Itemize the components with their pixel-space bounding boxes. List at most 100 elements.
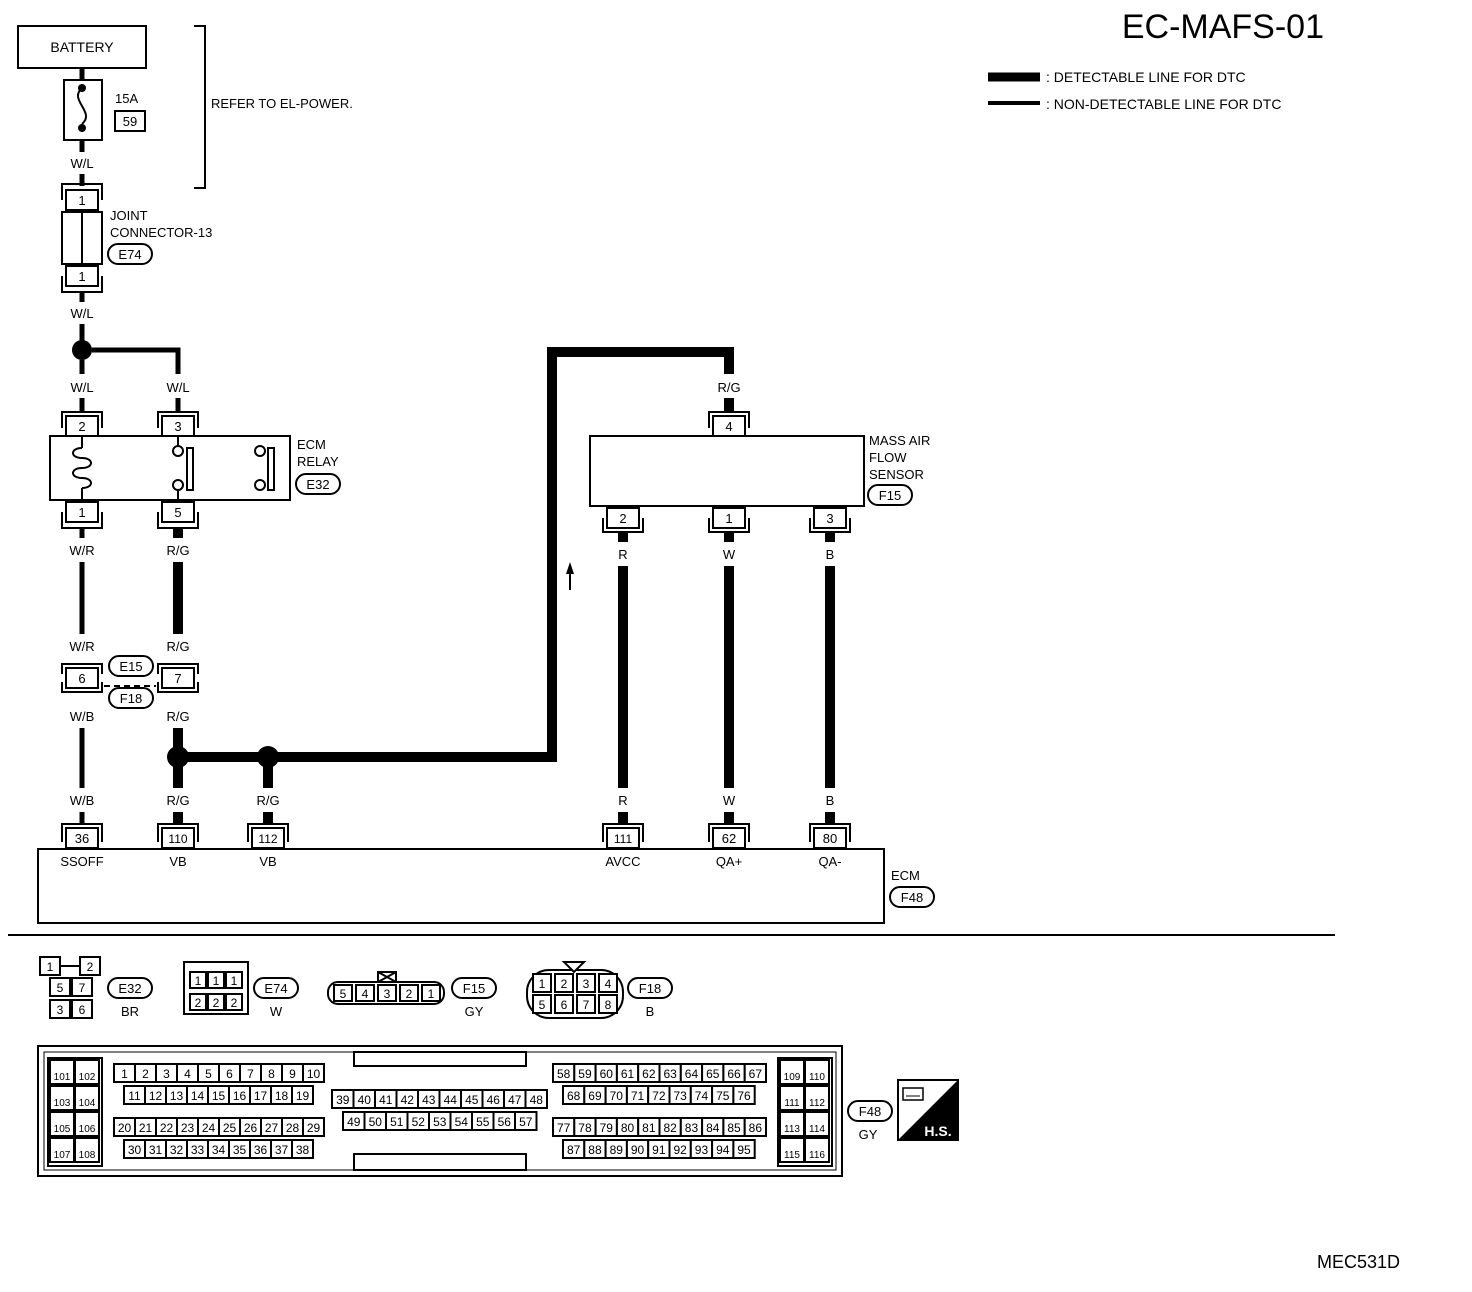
- ecm-connector-pin: 113: [784, 1124, 800, 1135]
- ecm-connector-pin: 30: [128, 1143, 142, 1157]
- refer-note: REFER TO EL-POWER.: [211, 96, 353, 111]
- relay-label-2: RELAY: [297, 454, 339, 469]
- diagram-id: EC-MAFS-01: [1122, 8, 1324, 46]
- relay-pin-3: 3: [174, 419, 181, 434]
- joint-label-1: JOINT: [110, 208, 148, 223]
- ecm-connector-pin: 86: [749, 1121, 763, 1135]
- maf-pin-4: 4: [725, 419, 732, 434]
- ecm-connector-pin: 64: [685, 1067, 699, 1081]
- ecm-connector-pin: 49: [347, 1115, 361, 1129]
- ecm-connector-pin: 38: [296, 1143, 310, 1157]
- ecm-connector-pin: 13: [170, 1089, 184, 1103]
- ecm-connector-pin: 76: [737, 1089, 751, 1103]
- svg-text:1: 1: [428, 987, 435, 1001]
- maf-sensor-body: [589, 435, 865, 507]
- svg-text:5: 5: [340, 987, 347, 1001]
- ecm-connector-pin: 55: [476, 1115, 490, 1129]
- wire-label-rg-5: R/G: [256, 793, 279, 808]
- harness-id-top: E15: [119, 659, 142, 674]
- relay-coil-icon: [72, 447, 92, 489]
- wire-label-b-1: B: [826, 547, 835, 562]
- ecm-label: ECM: [891, 868, 920, 883]
- connector-view-f15: 5 4 3 2 1 F15 GY: [327, 971, 497, 1019]
- ecm-connector-pin: 6: [226, 1067, 233, 1081]
- ecm-pins: 36 110 112 111 62 80: [61, 823, 851, 849]
- ecm-connector-pin: 87: [567, 1143, 581, 1157]
- ecm-connector-pin: 43: [422, 1093, 436, 1107]
- ecm-connector-pin: 83: [685, 1121, 699, 1135]
- battery-box: [17, 25, 147, 69]
- connector-view-f18: 1 2 3 4 5 6 7 8 F18 B: [526, 961, 673, 1019]
- harness-pin-7: 7: [174, 671, 181, 686]
- ecm-connector-pin: 56: [498, 1115, 512, 1129]
- ecm-connector-pin: 28: [286, 1121, 300, 1135]
- ecm-connector-pin: 25: [223, 1121, 237, 1135]
- ecm-connector-pin: 18: [275, 1089, 289, 1103]
- ecm-connector-pin: 11: [128, 1089, 141, 1103]
- ecm-connector-pin: 23: [181, 1121, 195, 1135]
- wire-label-rg-4: R/G: [166, 793, 189, 808]
- ecm-connector-pin: 5: [205, 1067, 212, 1081]
- ecm-connector-pin: 69: [588, 1089, 602, 1103]
- maf-sensor-id: F15: [879, 488, 901, 503]
- ecm-connector-pin: 58: [557, 1067, 571, 1081]
- connector-view-f15-color: GY: [465, 1004, 484, 1019]
- ecm-connector-pin: 7: [247, 1067, 254, 1081]
- splice-wl: [72, 340, 92, 360]
- figure-code: MEC531D: [1317, 1252, 1400, 1272]
- ecm-connector-pin: 8: [268, 1067, 275, 1081]
- svg-text:3: 3: [583, 977, 590, 991]
- ecm-connector-pin: 62: [642, 1067, 656, 1081]
- legend-detectable-label: : DETECTABLE LINE FOR DTC: [1046, 69, 1246, 85]
- ecm-connector-pin: 82: [663, 1121, 677, 1135]
- wire-label-wr-1: W/R: [69, 543, 94, 558]
- wire-label-r-2: R: [618, 793, 627, 808]
- ecm-connector-pin: 51: [390, 1115, 404, 1129]
- connector-view-f18-color: B: [646, 1004, 655, 1019]
- ecm-connector-pin: 1: [121, 1067, 128, 1081]
- relay-switch-icon: [186, 447, 194, 491]
- ecm-connector-pin: 116: [809, 1150, 825, 1161]
- ecm-connector-pin: 93: [695, 1143, 709, 1157]
- ecm-connector-pin: 20: [118, 1121, 132, 1135]
- ecm-connector-pin: 27: [265, 1121, 279, 1135]
- wire-label-rg-2: R/G: [166, 639, 189, 654]
- ecm-connector-pin: 66: [727, 1067, 741, 1081]
- ecm-connector-pin: 84: [706, 1121, 720, 1135]
- relay-label-1: ECM: [297, 437, 326, 452]
- hs-badge-text: H.S.: [924, 1123, 951, 1139]
- ecm-connector-pin: 111: [784, 1098, 800, 1109]
- ecm-id: F48: [901, 890, 923, 905]
- wire-label-wl-2: W/L: [70, 306, 93, 321]
- ecm-connector-pin: 110: [809, 1072, 825, 1083]
- wire-label-rg-1: R/G: [166, 543, 189, 558]
- ecm-connector-pin: 29: [307, 1121, 321, 1135]
- svg-text:6: 6: [561, 998, 568, 1012]
- ecm-connector-pin: 107: [54, 1150, 71, 1161]
- svg-text:2: 2: [406, 987, 413, 1001]
- ecm-pin-111: 111: [614, 832, 633, 846]
- ecm-connector-pin: 91: [652, 1143, 666, 1157]
- ecm-connector-pin: 2: [142, 1067, 149, 1081]
- wire-label-w-2: W: [723, 793, 736, 808]
- ecm-connector-pin: 71: [631, 1089, 645, 1103]
- ecm-pin-80: 80: [823, 831, 837, 846]
- wire-label-b-2: B: [826, 793, 835, 808]
- svg-text:2: 2: [231, 996, 238, 1010]
- ecm-connector-pin: 105: [54, 1124, 71, 1135]
- ecm-connector-pin: 40: [358, 1093, 372, 1107]
- wire-label-wl-4: W/L: [166, 380, 189, 395]
- svg-text:2: 2: [213, 996, 220, 1010]
- ecm-connector-pin: 3: [163, 1067, 170, 1081]
- ecm-connector-pin: 72: [652, 1089, 666, 1103]
- ecm-connector-pin: 31: [149, 1143, 163, 1157]
- ecm-connector-pin: 50: [369, 1115, 383, 1129]
- ecm-connector-pin: 36: [254, 1143, 268, 1157]
- ecm-connector-pin: 57: [519, 1115, 533, 1129]
- connector-view-e32: 1 2 5 7 3 6 E32 BR: [39, 956, 153, 1019]
- connector-view-e32-color: BR: [121, 1004, 139, 1019]
- connector-view-f18-id: F18: [639, 981, 661, 996]
- ecm-connector-pin: 74: [695, 1089, 709, 1103]
